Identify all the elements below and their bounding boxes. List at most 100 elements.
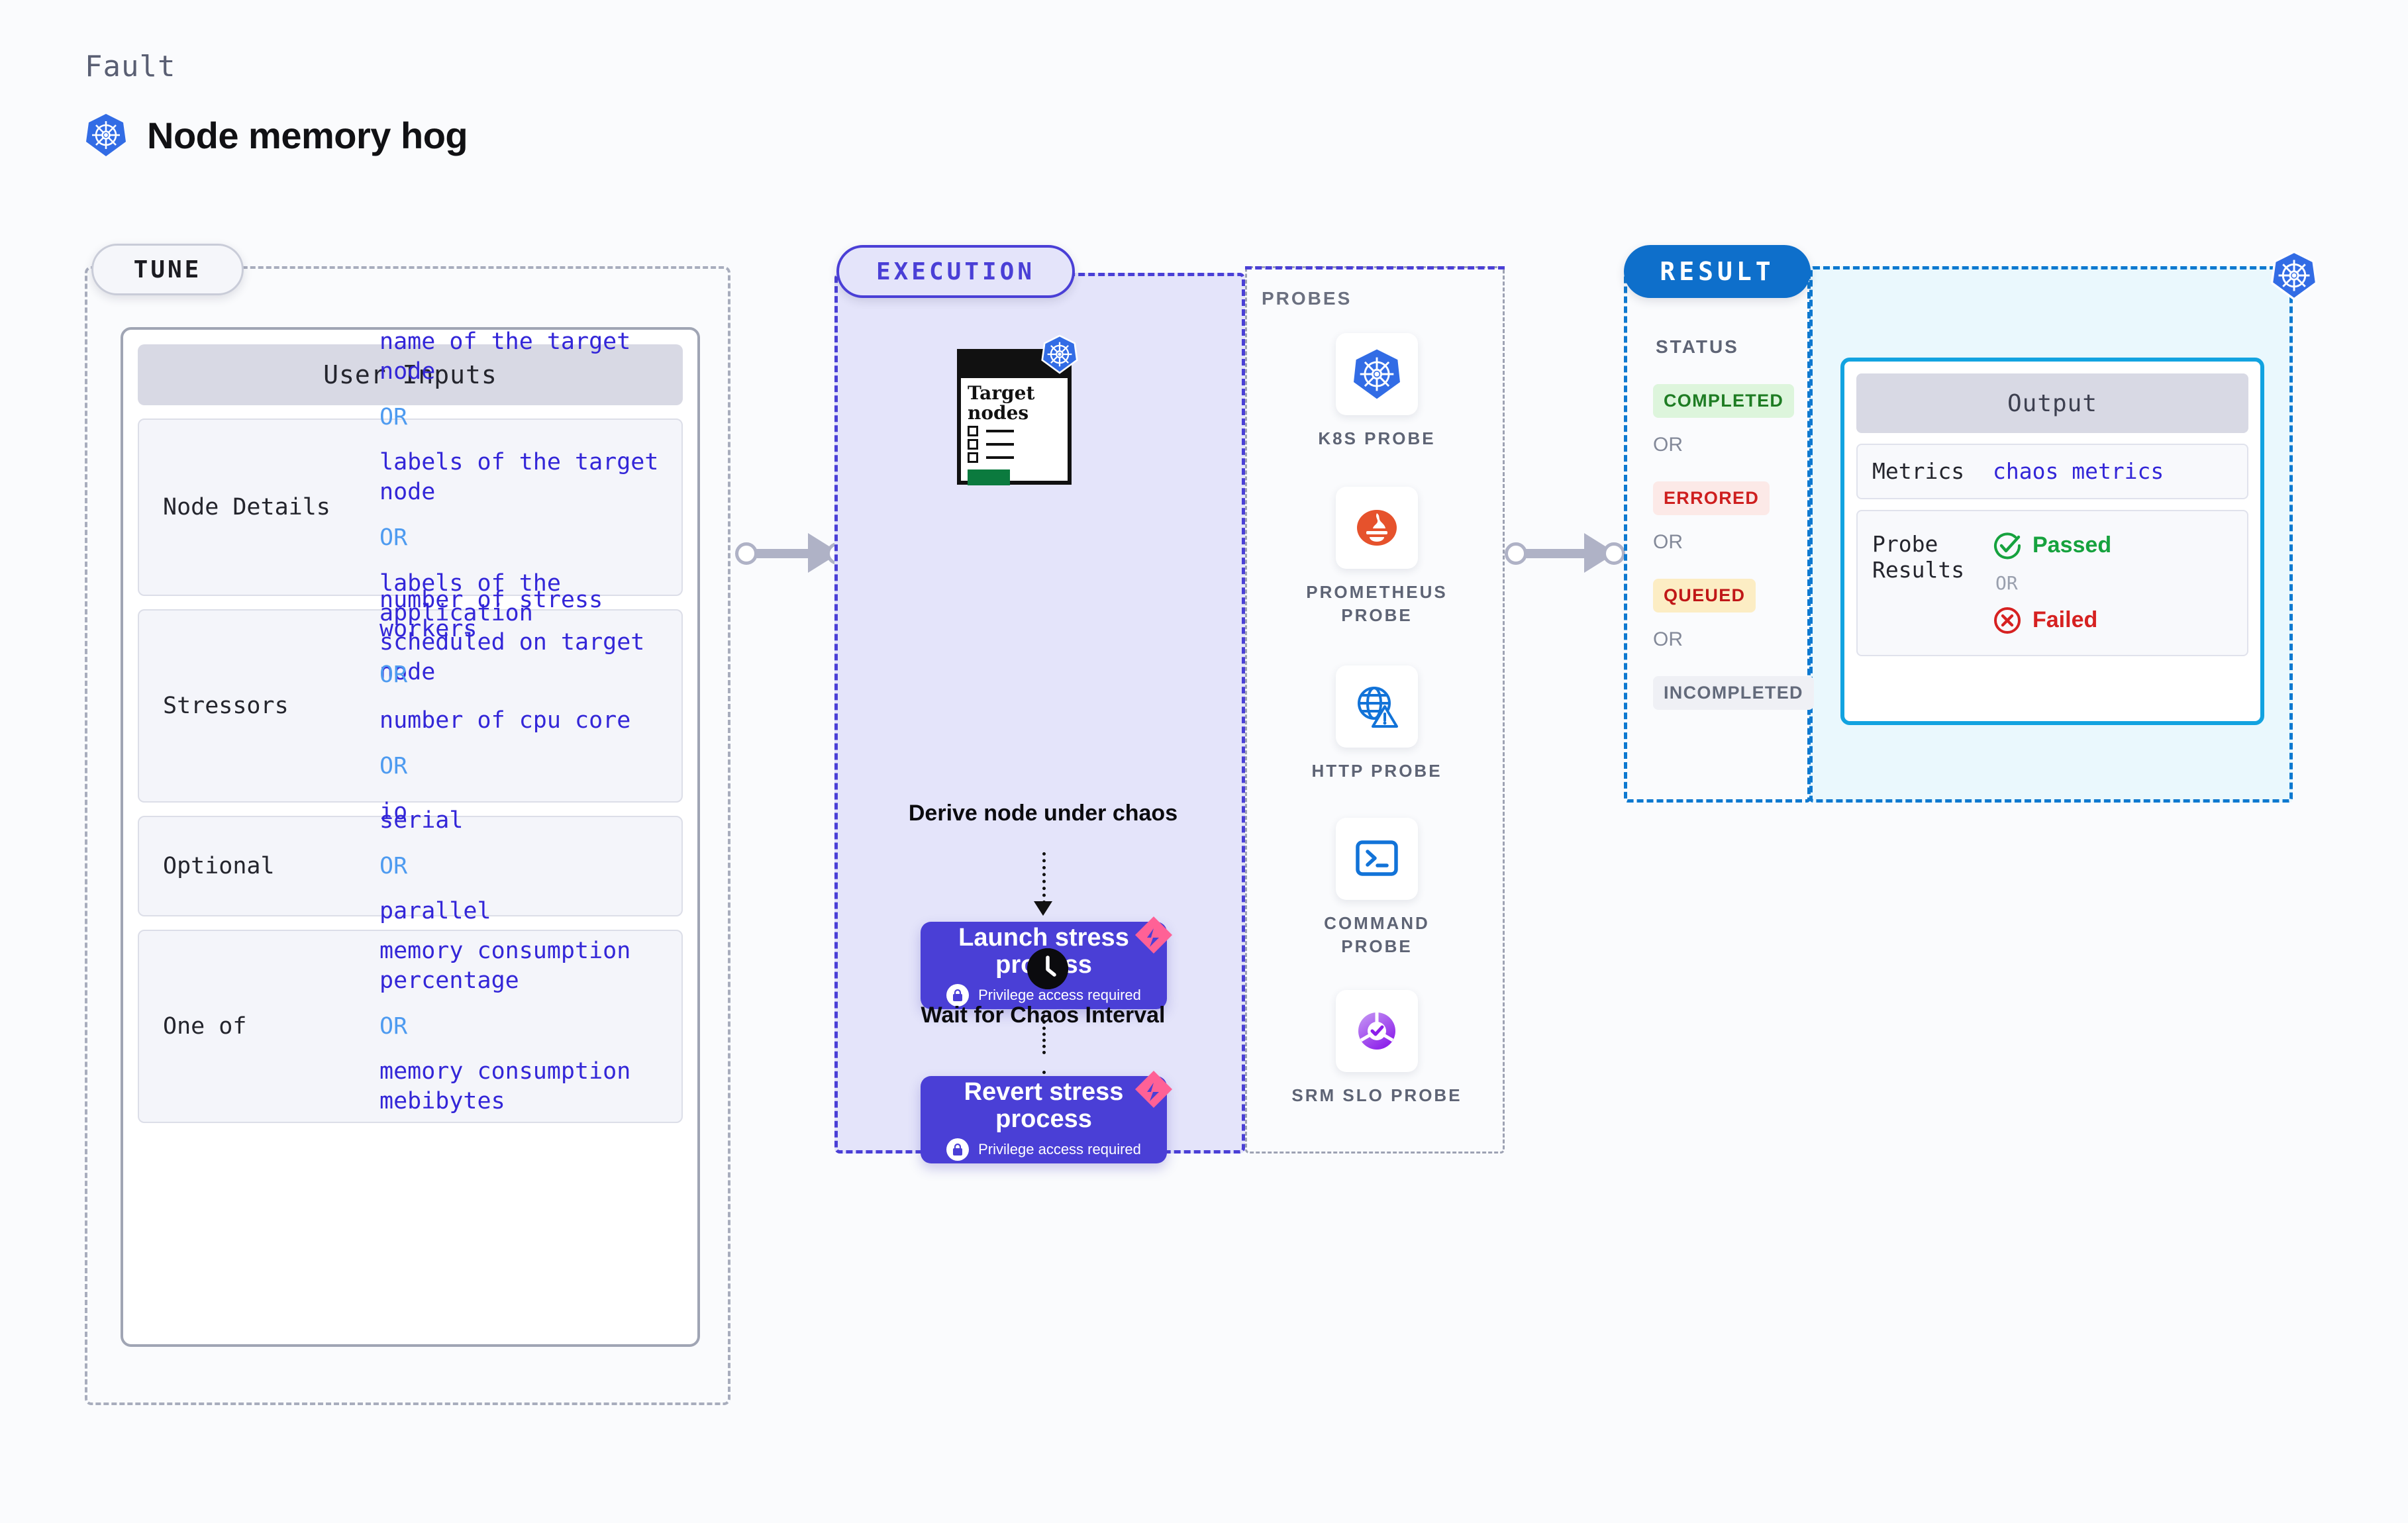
probe-command[interactable]: COMMAND PROBE <box>1247 818 1507 958</box>
connector-tune-to-execution <box>735 533 849 573</box>
status-badge: INCOMPLETED <box>1653 676 1814 710</box>
checkbox-icon <box>968 452 978 464</box>
fault-title-row: Node memory hog <box>85 113 468 158</box>
revert-stress-process-step[interactable]: Revert stress process Privilege access r… <box>921 1071 1172 1163</box>
input-value: parallel <box>379 898 491 925</box>
probe-results-label: Probe Results <box>1872 530 1965 583</box>
connector-execution-to-result <box>1505 533 1627 573</box>
checkbox-icon <box>968 439 978 450</box>
target-checkbox-row <box>961 436 1068 450</box>
flow-arrowhead-1 <box>1034 901 1052 916</box>
or-separator: OR <box>379 662 408 689</box>
status-badge: QUEUED <box>1653 579 1756 613</box>
or-separator: OR <box>379 752 408 779</box>
output-title: Output <box>1856 373 2248 433</box>
metrics-label: Metrics <box>1872 458 1965 484</box>
output-metrics-row: Metrics chaos metrics <box>1856 444 2248 499</box>
probe-label: SRM SLO PROBE <box>1291 1085 1462 1105</box>
input-group-label: Optional <box>163 853 275 879</box>
input-group-label: Node Details <box>163 494 330 520</box>
srm-slo-icon <box>1336 990 1418 1072</box>
input-value: memory consumption mebibytes <box>379 1058 631 1115</box>
input-value: labels of the target node <box>379 449 659 506</box>
passed-label: Passed <box>2032 532 2112 558</box>
input-group-label: Stressors <box>163 693 289 719</box>
probe-label: HTTP PROBE <box>1311 761 1442 781</box>
tune-pill[interactable]: TUNE <box>91 244 244 295</box>
privilege-text: Privilege access required <box>978 986 1141 1003</box>
flow-arrow-1 <box>1042 852 1046 904</box>
connector-dot-end <box>1603 542 1625 565</box>
input-group-label: One of <box>163 1013 247 1040</box>
probe-label: K8S PROBE <box>1318 428 1436 448</box>
connector-dot-start <box>735 542 758 565</box>
probe-label: COMMAND PROBE <box>1324 913 1430 957</box>
or-separator: OR <box>1653 434 1683 456</box>
input-value: serial <box>379 807 464 834</box>
status-title: STATUS <box>1656 336 1739 357</box>
input-value: number of stress workers <box>379 586 603 643</box>
lock-icon <box>946 983 970 1007</box>
probe-prometheus[interactable]: PROMETHEUS PROBE <box>1247 487 1507 627</box>
probe-result-or: OR <box>1995 571 2018 594</box>
clock-icon <box>1027 948 1068 989</box>
execution-pill[interactable]: EXECUTION <box>836 245 1075 298</box>
input-value: io <box>379 798 408 825</box>
x-circle-icon <box>1994 607 2021 634</box>
target-checkbox-row <box>961 423 1068 437</box>
or-separator: OR <box>1653 628 1683 650</box>
probe-results-values: Passed OR Failed <box>1993 531 2111 635</box>
probe-srm-slo[interactable]: SRM SLO PROBE <box>1247 990 1507 1107</box>
probe-result-passed: Passed <box>1993 531 2111 560</box>
input-value: labels of the application scheduled on t… <box>379 569 645 686</box>
kubernetes-icon <box>1336 333 1418 415</box>
kubernetes-icon <box>2270 250 2318 304</box>
progress-bar <box>968 469 1010 486</box>
input-value: name of the target node <box>379 328 631 385</box>
output-card: Output Metrics chaos metrics Probe Resul… <box>1840 358 2264 725</box>
probe-http[interactable]: HTTP PROBE <box>1247 665 1507 783</box>
privilege-text: Privilege access required <box>978 1140 1141 1157</box>
wait-for-chaos-label: Wait for Chaos Interval <box>921 1003 1166 1028</box>
metrics-value: chaos metrics <box>1993 458 2164 485</box>
probe-label: PROMETHEUS PROBE <box>1306 582 1448 626</box>
failed-label: Failed <box>2032 607 2098 633</box>
flow-arrow-2 <box>1042 1014 1046 1054</box>
check-circle-icon <box>1994 532 2021 560</box>
probes-region: PROBES K8S PROBE <box>1245 266 1505 1154</box>
or-separator: OR <box>1653 531 1683 553</box>
execution-region: Target nodes Derive node under c <box>834 273 1245 1163</box>
privilege-note: Privilege access required <box>946 1138 1141 1161</box>
globe-warning-icon <box>1336 665 1418 748</box>
harness-ribbon-icon <box>1131 915 1174 958</box>
prometheus-icon <box>1336 487 1418 569</box>
or-separator: OR <box>379 1012 408 1040</box>
target-nodes-card: Target nodes <box>957 349 1072 486</box>
harness-ribbon-icon <box>1131 1069 1174 1112</box>
fault-kicker: Fault <box>85 50 176 83</box>
target-card-title: Target nodes <box>968 382 1035 424</box>
or-separator: OR <box>379 524 408 551</box>
result-pill[interactable]: RESULT <box>1624 245 1811 298</box>
checkbox-icon <box>968 426 978 437</box>
input-value: memory consumption percentage <box>379 938 631 994</box>
kubernetes-icon <box>1041 334 1078 377</box>
terminal-icon <box>1336 818 1418 900</box>
or-separator: OR <box>379 852 408 879</box>
input-value: number of cpu core <box>379 707 631 734</box>
output-probe-results-row: Probe Results Passed OR Fai <box>1856 509 2248 656</box>
probe-k8s[interactable]: K8S PROBE <box>1247 333 1507 450</box>
lock-icon <box>946 1138 970 1161</box>
privilege-note: Privilege access required <box>946 983 1141 1007</box>
